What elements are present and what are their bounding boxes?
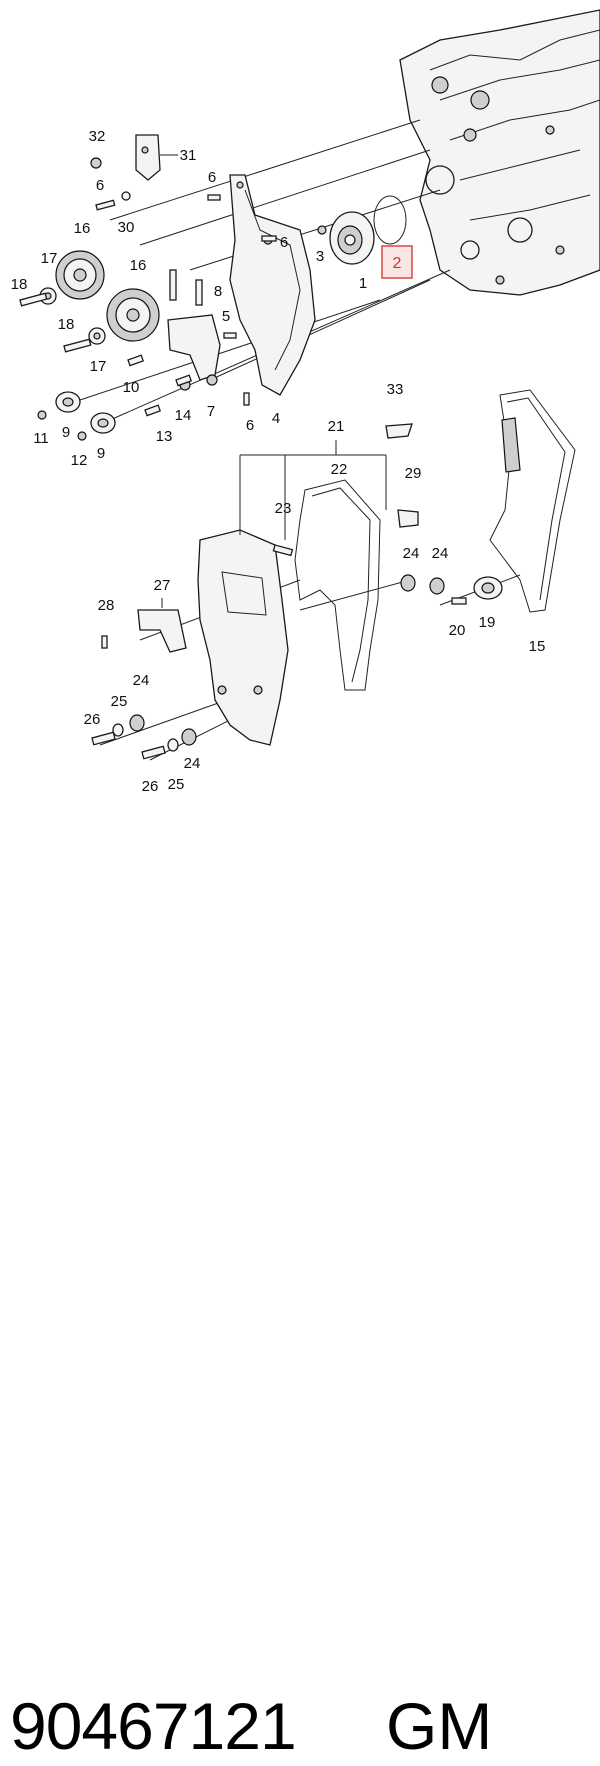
- callout-label-l33: 33: [387, 381, 404, 398]
- camshaft-sprocket-lower: [88, 288, 160, 345]
- bolts-18: [19, 292, 92, 353]
- callout-label-l25b: 25: [168, 776, 185, 793]
- idler-pulleys: [37, 354, 193, 441]
- callout-label-l3: 3: [316, 248, 324, 265]
- tensioner-bracket: [167, 269, 221, 391]
- callout-label-l9b: 9: [97, 445, 105, 462]
- callout-label-l17b: 17: [90, 358, 107, 375]
- callout-label-l31: 31: [180, 147, 197, 164]
- callout-label-l24b: 24: [432, 545, 449, 562]
- callout-label-l14: 14: [175, 407, 192, 424]
- callout-label-l16b: 16: [130, 257, 147, 274]
- footer: 90467121 GM: [0, 840, 600, 1763]
- callout-label-l32: 32: [89, 128, 106, 145]
- part-number: 90467121: [10, 1689, 297, 1763]
- misc-bolts: [207, 194, 277, 406]
- callout-label-l11: 11: [33, 430, 49, 447]
- callout-label-l25a: 25: [111, 693, 128, 710]
- exploded-parts-diagram: 2 32316630166311716188518171071446131191…: [11, 9, 600, 795]
- callout-label-l18b: 18: [58, 316, 75, 333]
- callout-label-l26b: 26: [142, 778, 159, 795]
- camshaft-sensor: [90, 134, 178, 211]
- front-timing-cover: [197, 529, 289, 746]
- bolts-26: [91, 731, 166, 760]
- callout-label-l6d: 6: [246, 417, 254, 434]
- callout-label-l5: 5: [222, 308, 230, 325]
- bracket-27: [101, 609, 187, 653]
- callout-label-l6a: 6: [96, 177, 104, 194]
- callout-label-l18a: 18: [11, 276, 28, 293]
- callout-label-l1: 1: [359, 275, 367, 292]
- callout-label-l17a: 17: [41, 250, 58, 267]
- callout-label-l15: 15: [529, 638, 546, 655]
- callout-label-l4: 4: [272, 410, 280, 427]
- highlight-part-2-label: 2: [393, 255, 402, 272]
- callout-label-l8: 8: [214, 283, 222, 300]
- callout-label-l26a: 26: [84, 711, 101, 728]
- brand-name: GM: [386, 1689, 493, 1763]
- callout-label-l16a: 16: [74, 220, 91, 237]
- rear-timing-cover: [229, 174, 316, 396]
- drive-belt: [489, 389, 576, 613]
- water-pump: [317, 195, 407, 265]
- seals-24: [112, 574, 445, 752]
- clips: [385, 423, 419, 528]
- callout-label-l6c: 6: [280, 234, 288, 251]
- label-leaders: [161, 440, 387, 608]
- callout-label-l23: 23: [275, 500, 292, 517]
- highlight-part-2-box: [381, 245, 413, 279]
- callout-label-l13: 13: [156, 428, 173, 445]
- callout-label-l24c: 24: [133, 672, 150, 689]
- callout-label-l9a: 9: [62, 424, 70, 441]
- callout-label-l21: 21: [328, 418, 345, 435]
- callout-label-l28: 28: [98, 597, 115, 614]
- callout-label-l22: 22: [331, 461, 348, 478]
- callout-label-l6b: 6: [208, 169, 216, 186]
- callout-label-l24d: 24: [184, 755, 201, 772]
- callout-label-l24a: 24: [403, 545, 420, 562]
- timing-chain: [294, 479, 381, 691]
- engine-block: [399, 9, 600, 296]
- callout-label-l10: 10: [123, 379, 140, 396]
- callout-label-l20: 20: [449, 622, 466, 639]
- chain-guide: [272, 544, 294, 557]
- callout-label-l12: 12: [71, 452, 88, 469]
- callout-label-l30: 30: [118, 219, 135, 236]
- camshaft-sprocket-upper: [39, 250, 105, 305]
- callout-label-l7: 7: [207, 403, 215, 420]
- callout-label-l27: 27: [154, 577, 171, 594]
- callout-label-l19: 19: [479, 614, 496, 631]
- belt-tensioner: [451, 576, 503, 605]
- o-ring: [373, 195, 407, 245]
- callout-label-l29: 29: [405, 465, 422, 482]
